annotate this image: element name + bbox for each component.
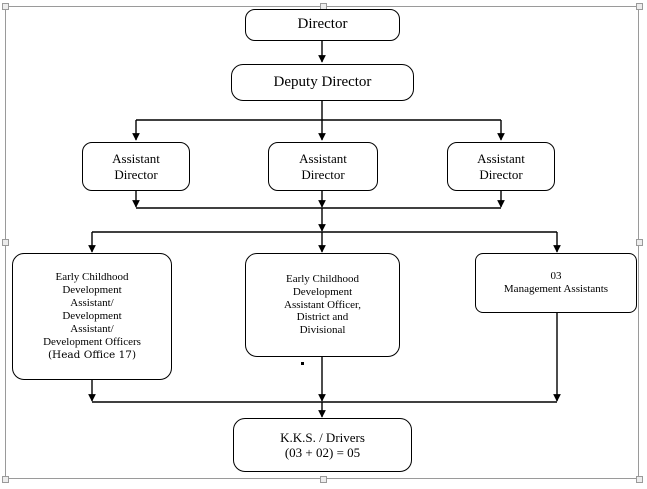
node-assistant-director-2-line1: Assistant <box>299 151 347 167</box>
node-deputy-director-label: Deputy Director <box>273 73 372 90</box>
node-district-line3: Assistant Officer, <box>284 298 361 311</box>
resize-handle-middle-left[interactable] <box>2 239 9 246</box>
node-head-office-line4: Development <box>62 310 122 323</box>
node-assistant-director-3-line2: Director <box>479 166 523 182</box>
node-management-assistants-line2: Management Assistants <box>503 283 609 295</box>
stray-dot-artifact <box>301 362 304 365</box>
node-kks-drivers[interactable]: K.K.S. / Drivers (03 + 02) = 05 <box>233 418 412 472</box>
node-head-office-line3: Assistant/ <box>70 297 114 310</box>
node-assistant-director-3-line1: Assistant <box>477 151 525 167</box>
resize-handle-top-right[interactable] <box>636 3 643 10</box>
resize-handle-bottom-center[interactable] <box>320 476 327 483</box>
node-management-assistants[interactable]: 03 Management Assistants <box>475 253 637 313</box>
node-assistant-director-2-line2: Director <box>301 166 345 182</box>
node-head-office-line2: Development <box>62 284 122 297</box>
node-director-label: Director <box>297 16 348 33</box>
resize-handle-bottom-right[interactable] <box>636 476 643 483</box>
resize-handle-top-left[interactable] <box>2 3 9 10</box>
node-district-line5: Divisional <box>299 324 346 337</box>
node-head-office-line5: Assistant/ <box>70 323 114 336</box>
node-assistant-director-1-line2: Director <box>114 166 158 182</box>
node-head-office-line7: (Head Office 17) <box>47 349 137 362</box>
node-assistant-director-3[interactable]: Assistant Director <box>447 142 555 191</box>
node-deputy-director[interactable]: Deputy Director <box>231 64 414 101</box>
node-early-childhood-head-office[interactable]: Early Childhood Development Assistant/ D… <box>12 253 172 380</box>
node-kks-drivers-line1: K.K.S. / Drivers <box>280 429 365 445</box>
node-management-assistants-line1: 03 <box>550 270 562 283</box>
resize-handle-middle-right[interactable] <box>636 239 643 246</box>
node-assistant-director-2[interactable]: Assistant Director <box>268 142 378 191</box>
node-district-line1: Early Childhood <box>285 272 360 285</box>
node-kks-drivers-line2: (03 + 02) = 05 <box>284 445 361 460</box>
node-director[interactable]: Director <box>245 9 400 41</box>
node-district-line2: Development <box>292 285 353 298</box>
node-district-line4: District and <box>296 311 349 324</box>
node-assistant-director-1-line1: Assistant <box>112 151 160 167</box>
node-head-office-line6: Development Officers <box>43 336 141 349</box>
node-assistant-director-1[interactable]: Assistant Director <box>82 142 190 191</box>
resize-handle-bottom-left[interactable] <box>2 476 9 483</box>
node-early-childhood-district[interactable]: Early Childhood Development Assistant Of… <box>245 253 400 357</box>
node-head-office-line1: Early Childhood <box>55 271 129 284</box>
